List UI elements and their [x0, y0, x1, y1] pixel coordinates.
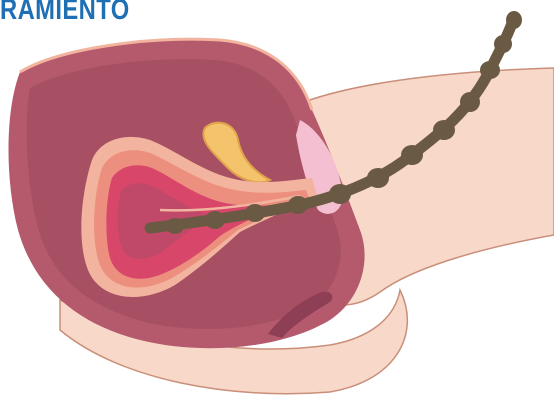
anatomical-illustration — [0, 0, 554, 398]
